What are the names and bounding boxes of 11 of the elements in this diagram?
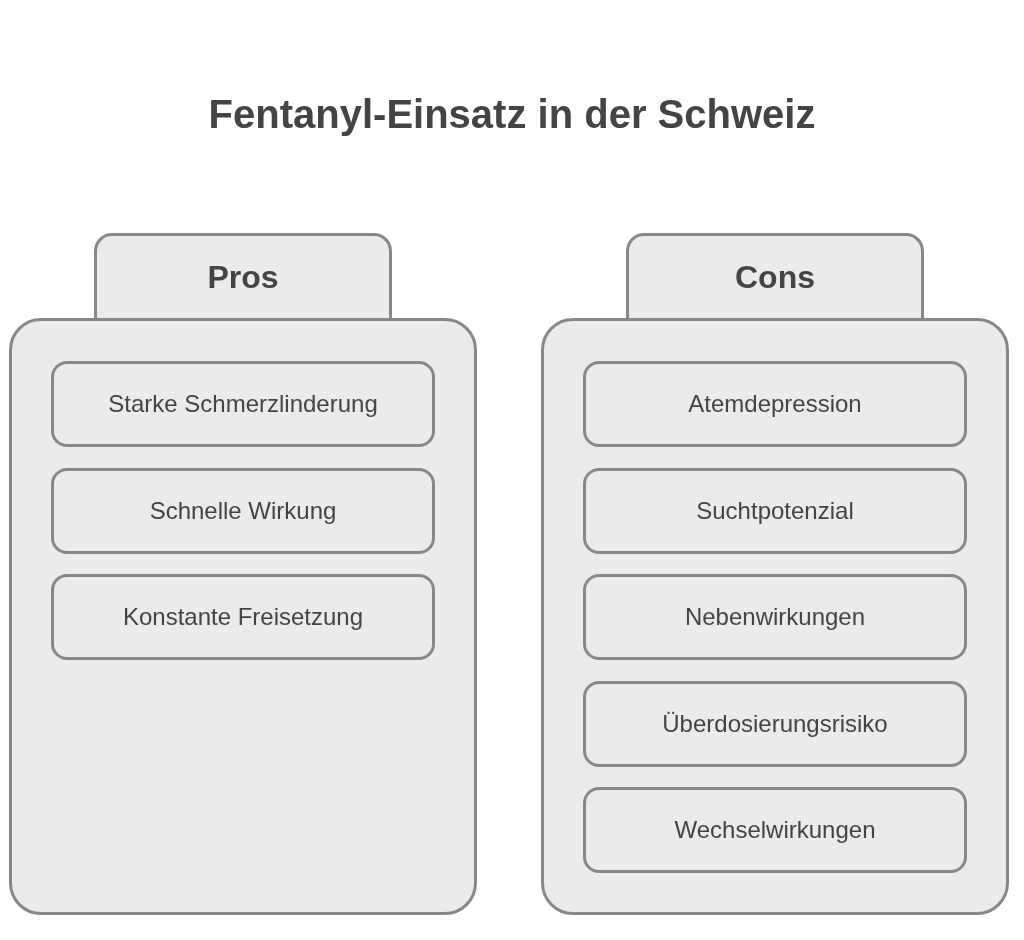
list-item-box: Starke Schmerzlinderung (51, 361, 435, 447)
list-item-box: Wechselwirkungen (583, 787, 967, 873)
list-item-box: Atemdepression (583, 361, 967, 447)
diagram-title: Fentanyl-Einsatz in der Schweiz (207, 92, 817, 137)
list-item-box: Konstante Freisetzung (51, 574, 435, 660)
list-item-box: Überdosierungsrisiko (583, 680, 967, 767)
column-header-tab: Cons (626, 233, 924, 319)
list-item-box: Schnelle Wirkung (51, 467, 435, 554)
column-header-tab: Pros (94, 233, 392, 319)
list-item-box: Nebenwirkungen (583, 574, 967, 660)
list-item-box: Suchtpotenzial (583, 467, 967, 554)
